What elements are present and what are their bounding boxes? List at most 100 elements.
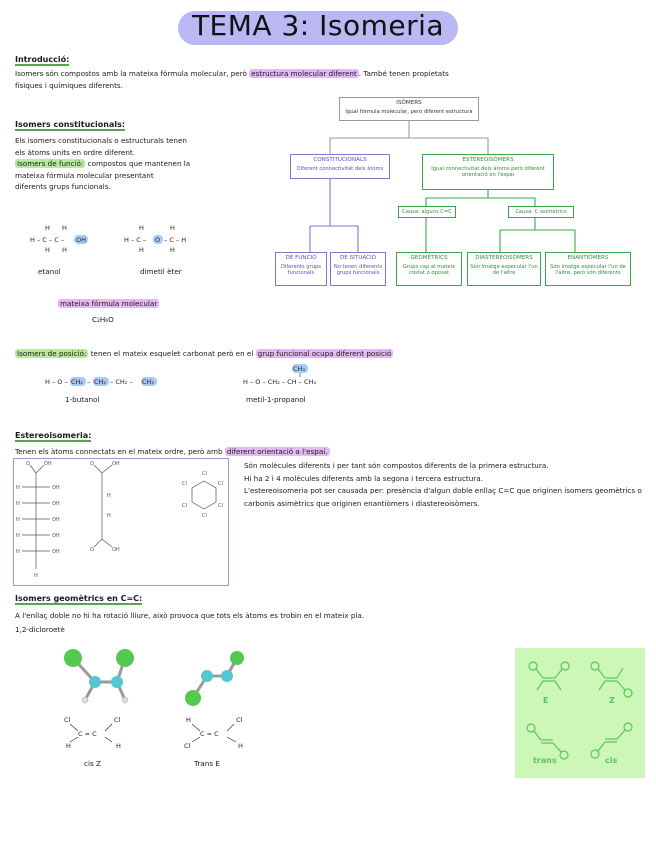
svg-text:H: H (16, 485, 20, 491)
label-metilpropanol: metil-1-propanol (246, 395, 306, 404)
intro-text: Isomers són compostos amb la mateixa fór… (15, 69, 449, 90)
panel-label-cis: cis (605, 756, 618, 765)
svg-text:H: H (170, 246, 175, 254)
svg-text:C = C: C = C (78, 730, 97, 738)
svg-text:OH: OH (52, 517, 60, 523)
svg-text:OH: OH (44, 461, 52, 467)
position-text: Isomers de posició: tenen el mateix esqu… (15, 349, 394, 358)
svg-text:H: H (116, 742, 121, 750)
svg-text:O: O (90, 547, 94, 553)
svg-text:H: H (62, 224, 67, 232)
panel-label-z: Z (609, 696, 615, 705)
svg-text:OH: OH (52, 549, 60, 555)
svg-text:H – O –: H – O – (45, 378, 68, 386)
ball-stick-models (64, 649, 244, 706)
svg-text:O: O (26, 461, 30, 467)
svg-text:OH: OH (112, 547, 120, 553)
diagram-causa-asimetrics: Causa: C asimètrics (508, 206, 574, 218)
svg-text:H: H (45, 246, 50, 254)
panel-label-trans: trans (533, 756, 557, 765)
formula: C₂H₆O (92, 315, 114, 324)
svg-text:H: H (107, 493, 111, 499)
svg-text:OH: OH (52, 533, 60, 539)
constitutional-text: Els isomers constitucionals o estructura… (15, 136, 191, 191)
diagram-connectors (309, 121, 576, 252)
svg-text:H: H (107, 513, 111, 519)
svg-text:Cl: Cl (182, 481, 187, 487)
svg-text:Cl: Cl (184, 742, 191, 750)
intro-heading: Introducció: (15, 55, 70, 66)
stereo-heading: Estereoisomeria: (15, 431, 92, 442)
page-title: TEMA 3: Isomeria (191, 9, 445, 42)
svg-text:H: H (16, 501, 20, 507)
svg-text:Cl: Cl (218, 503, 223, 509)
svg-text:Cl: Cl (64, 716, 71, 724)
svg-text:H: H (186, 716, 191, 724)
geometric-green-panel: E Z trans cis (515, 648, 645, 778)
label-etanol: etanol (38, 267, 61, 276)
svg-text:H: H (16, 533, 20, 539)
cis-label: cis Z (84, 759, 101, 768)
label-ether: dimetil èter (140, 267, 182, 276)
svg-text:Cl: Cl (202, 513, 207, 519)
svg-text:H: H (45, 224, 50, 232)
svg-text:Cl: Cl (114, 716, 121, 724)
svg-text:OH: OH (52, 501, 60, 507)
trans-label: Trans E (194, 759, 220, 768)
svg-text:– CH₂ –: – CH₂ – (110, 378, 133, 386)
constitutional-heading: Isomers constitucionals: (15, 120, 126, 131)
svg-text:H: H (170, 224, 175, 232)
position-structures: H – O – CH₂ – CH₂ – CH₂ – CH₃ CH₃ H – O … (45, 364, 316, 386)
svg-text:O: O (90, 461, 94, 467)
geometric-line1: A l'enllaç doble no hi ha rotació lliure… (15, 611, 365, 620)
svg-text:H: H (34, 573, 38, 579)
svg-text:Cl: Cl (236, 716, 243, 724)
panel-label-e: E (543, 696, 549, 705)
geometric-compound: 1,2-dicloroetè (15, 625, 65, 634)
svg-text:H: H (62, 246, 67, 254)
svg-text:– C – H: – C – H (164, 236, 186, 244)
svg-text:C = C: C = C (200, 730, 219, 738)
svg-text:H – O – CH₂ – CH – CH₃: H – O – CH₂ – CH – CH₃ (243, 378, 316, 386)
svg-text:H – C – C –: H – C – C – (30, 236, 64, 244)
svg-text:CH₂: CH₂ (94, 378, 106, 386)
svg-text:OH: OH (76, 236, 86, 244)
svg-text:H – C –: H – C – (124, 236, 146, 244)
svg-text:H: H (66, 742, 71, 750)
svg-text:–: – (87, 378, 90, 386)
svg-text:H: H (238, 742, 243, 750)
svg-text:Cl: Cl (182, 503, 187, 509)
svg-text:CH₂: CH₂ (71, 378, 83, 386)
svg-text:Cl: Cl (218, 481, 223, 487)
label-butanol: 1-butanol (65, 395, 100, 404)
svg-text:CH₃: CH₃ (142, 378, 154, 386)
svg-text:OH: OH (52, 485, 60, 491)
svg-text:H: H (16, 549, 20, 555)
title-pill (178, 11, 458, 45)
stereo-line1: Tenen els àtoms connectats en el mateix … (15, 447, 330, 456)
same-formula-label: mateixa fórmula molecular (58, 299, 160, 308)
green-panel-drawing (526, 661, 633, 760)
svg-text:O: O (155, 236, 160, 244)
svg-text:H: H (139, 246, 144, 254)
svg-text:OH: OH (112, 461, 120, 467)
diagram-causa-cc: Causa: alguns C=C (398, 206, 456, 218)
svg-text:Cl: Cl (202, 471, 207, 477)
svg-text:CH₃: CH₃ (293, 365, 305, 373)
isomer-structures: H H H H H – C – C – OH H H H H H – C – O – C… (30, 224, 186, 254)
svg-text:H: H (139, 224, 144, 232)
svg-text:H: H (16, 517, 20, 523)
geometric-heading: Isomers geomètrics en C=C: (15, 594, 143, 605)
stereo-paragraphs: Són molècules diferents i per tant són c… (244, 461, 642, 508)
